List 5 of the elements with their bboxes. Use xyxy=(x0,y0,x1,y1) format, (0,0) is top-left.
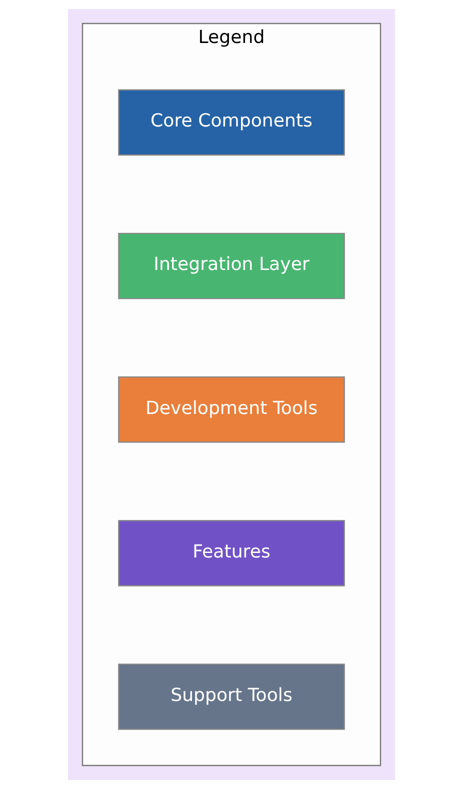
node-box: Features xyxy=(118,519,344,586)
node-box: Core Components xyxy=(118,88,344,156)
node-box: Support Tools xyxy=(118,663,344,730)
node-box: Development Tools xyxy=(118,376,344,442)
node-box: Integration Layer xyxy=(118,232,344,299)
